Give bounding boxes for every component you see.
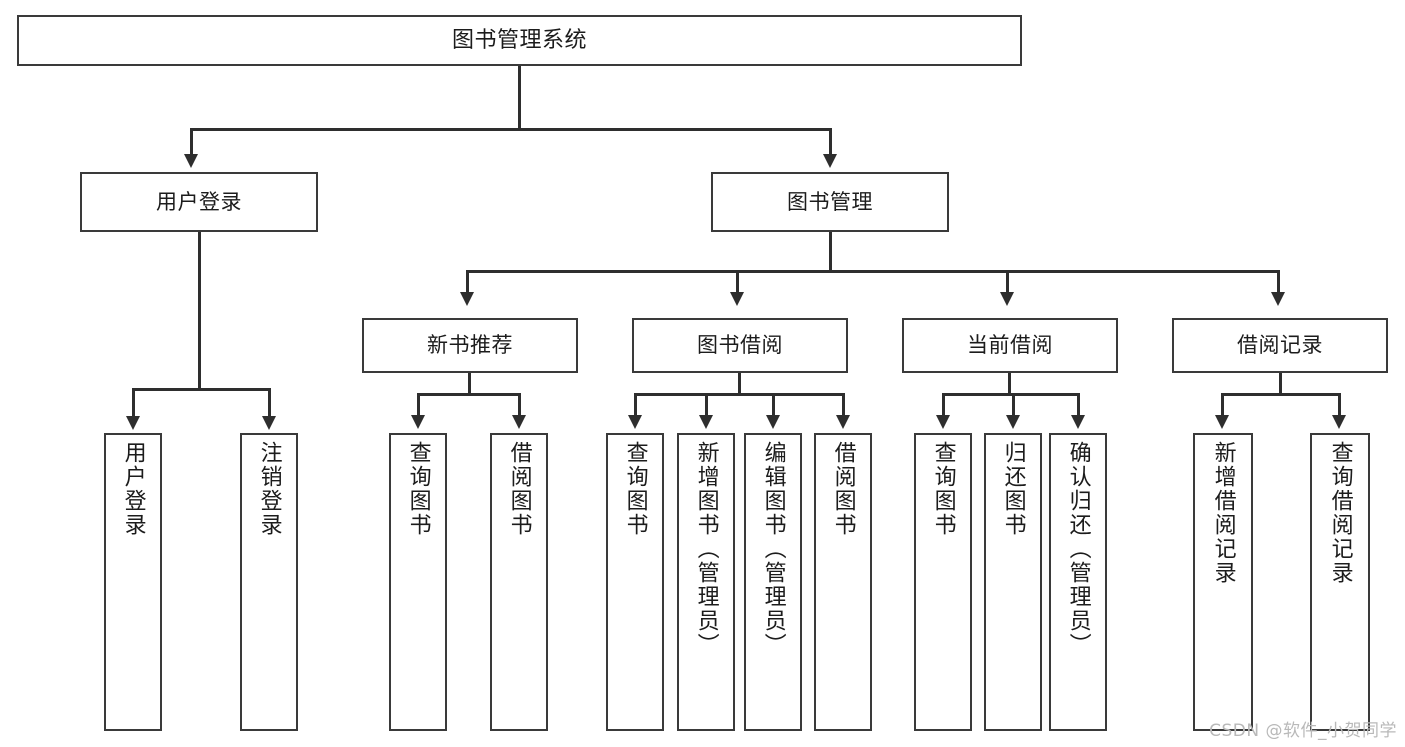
connector-current-to-leaf-1 — [942, 393, 945, 417]
watermark: CSDN @软件_小贺同学 — [1209, 721, 1397, 741]
leaf-borrow-query-book[interactable]: 查询图书 — [606, 433, 664, 731]
connector-borrow-to-leaf-4 — [842, 393, 845, 417]
leaf-current-confirm-return-admin[interactable]: 确认归还（管理员） — [1049, 433, 1107, 731]
node-label: 图书借阅 — [697, 333, 783, 358]
arrow-recommend-to-leaf-1 — [411, 415, 425, 429]
connector-borrow-to-leaf-1 — [634, 393, 637, 417]
arrow-record-to-leaf-2 — [1332, 415, 1346, 429]
node-borrow-record[interactable]: 借阅记录 — [1172, 318, 1388, 373]
node-new-book-recommend[interactable]: 新书推荐 — [362, 318, 578, 373]
connector-user-login-bus — [132, 388, 268, 391]
node-label: 编辑图书（管理员） — [760, 441, 786, 657]
leaf-recommend-query-book[interactable]: 查询图书 — [389, 433, 447, 731]
leaf-record-query-borrow-record[interactable]: 查询借阅记录 — [1310, 433, 1370, 731]
node-label: 新书推荐 — [427, 333, 513, 358]
connector-current-to-leaf-2 — [1012, 393, 1015, 417]
arrow-root-to-user-login — [184, 154, 198, 168]
arrow-book-mgmt-to-l3-2 — [730, 292, 744, 306]
arrow-borrow-to-leaf-4 — [836, 415, 850, 429]
connector-root-to-book-mgmt — [829, 128, 832, 156]
arrow-record-to-leaf-1 — [1215, 415, 1229, 429]
node-label: 查询借阅记录 — [1327, 441, 1353, 585]
arrow-user-login-to-leaf-1 — [126, 416, 140, 430]
node-label: 归还图书 — [1000, 441, 1026, 537]
connector-root-bus — [190, 128, 832, 131]
arrow-book-mgmt-to-l3-4 — [1271, 292, 1285, 306]
connector-root-stem — [518, 66, 521, 130]
arrow-current-to-leaf-1 — [936, 415, 950, 429]
node-label: 查询图书 — [622, 441, 648, 537]
leaf-record-add-borrow-record[interactable]: 新增借阅记录 — [1193, 433, 1253, 731]
connector-book-mgmt-bus — [466, 270, 1280, 273]
leaf-borrow-add-book-admin[interactable]: 新增图书（管理员） — [677, 433, 735, 731]
node-label: 用户登录 — [120, 441, 146, 537]
connector-borrow-stem — [738, 373, 741, 395]
connector-record-stem — [1279, 373, 1282, 395]
node-book-borrow[interactable]: 图书借阅 — [632, 318, 848, 373]
node-label: 确认归还（管理员） — [1065, 441, 1091, 657]
node-user-login[interactable]: 用户登录 — [80, 172, 318, 232]
arrow-recommend-to-leaf-2 — [512, 415, 526, 429]
connector-borrow-bus — [634, 393, 842, 396]
arrow-root-to-book-mgmt — [823, 154, 837, 168]
arrow-book-mgmt-to-l3-1 — [460, 292, 474, 306]
leaf-logout-login[interactable]: 注销登录 — [240, 433, 298, 731]
node-current-borrow[interactable]: 当前借阅 — [902, 318, 1118, 373]
arrow-borrow-to-leaf-2 — [699, 415, 713, 429]
leaf-current-query-book[interactable]: 查询图书 — [914, 433, 972, 731]
connector-recommend-to-leaf-2 — [518, 393, 521, 417]
connector-recommend-bus — [417, 393, 521, 396]
arrow-borrow-to-leaf-1 — [628, 415, 642, 429]
node-label: 注销登录 — [256, 441, 282, 537]
arrow-book-mgmt-to-l3-3 — [1000, 292, 1014, 306]
node-label: 借阅记录 — [1237, 333, 1323, 358]
connector-user-login-to-leaf-1 — [132, 388, 135, 418]
node-label: 图书管理 — [787, 189, 873, 214]
connector-book-mgmt-to-l3-2 — [736, 270, 739, 294]
connector-user-login-stem — [198, 232, 201, 390]
leaf-user-login[interactable]: 用户登录 — [104, 433, 162, 731]
connector-record-to-leaf-1 — [1221, 393, 1224, 417]
connector-record-bus — [1221, 393, 1340, 396]
leaf-borrow-borrow-book[interactable]: 借阅图书 — [814, 433, 872, 731]
node-label: 查询图书 — [405, 441, 431, 537]
connector-book-mgmt-stem — [829, 232, 832, 272]
node-book-management[interactable]: 图书管理 — [711, 172, 949, 232]
arrow-current-to-leaf-2 — [1006, 415, 1020, 429]
connector-recommend-to-leaf-1 — [417, 393, 420, 417]
connector-root-to-user-login — [190, 128, 193, 156]
node-label: 借阅图书 — [506, 441, 532, 537]
connector-user-login-to-leaf-2 — [268, 388, 271, 418]
leaf-recommend-borrow-book[interactable]: 借阅图书 — [490, 433, 548, 731]
node-label: 借阅图书 — [830, 441, 856, 537]
leaf-current-return-book[interactable]: 归还图书 — [984, 433, 1042, 731]
connector-book-mgmt-to-l3-4 — [1277, 270, 1280, 294]
node-label: 图书管理系统 — [451, 27, 587, 53]
connector-book-mgmt-to-l3-1 — [466, 270, 469, 294]
connector-current-to-leaf-3 — [1077, 393, 1080, 417]
node-label: 当前借阅 — [967, 333, 1053, 358]
node-label: 用户登录 — [156, 189, 242, 214]
arrow-current-to-leaf-3 — [1071, 415, 1085, 429]
connector-borrow-to-leaf-3 — [772, 393, 775, 417]
connector-borrow-to-leaf-2 — [705, 393, 708, 417]
connector-book-mgmt-to-l3-3 — [1006, 270, 1009, 294]
arrow-borrow-to-leaf-3 — [766, 415, 780, 429]
connector-recommend-stem — [468, 373, 471, 395]
arrow-user-login-to-leaf-2 — [262, 416, 276, 430]
node-root-book-management-system[interactable]: 图书管理系统 — [17, 15, 1022, 66]
connector-current-bus — [942, 393, 1079, 396]
leaf-borrow-edit-book-admin[interactable]: 编辑图书（管理员） — [744, 433, 802, 731]
node-label: 新增图书（管理员） — [693, 441, 719, 657]
connector-current-stem — [1008, 373, 1011, 395]
connector-record-to-leaf-2 — [1338, 393, 1341, 417]
node-label: 查询图书 — [930, 441, 956, 537]
node-label: 新增借阅记录 — [1210, 441, 1236, 585]
